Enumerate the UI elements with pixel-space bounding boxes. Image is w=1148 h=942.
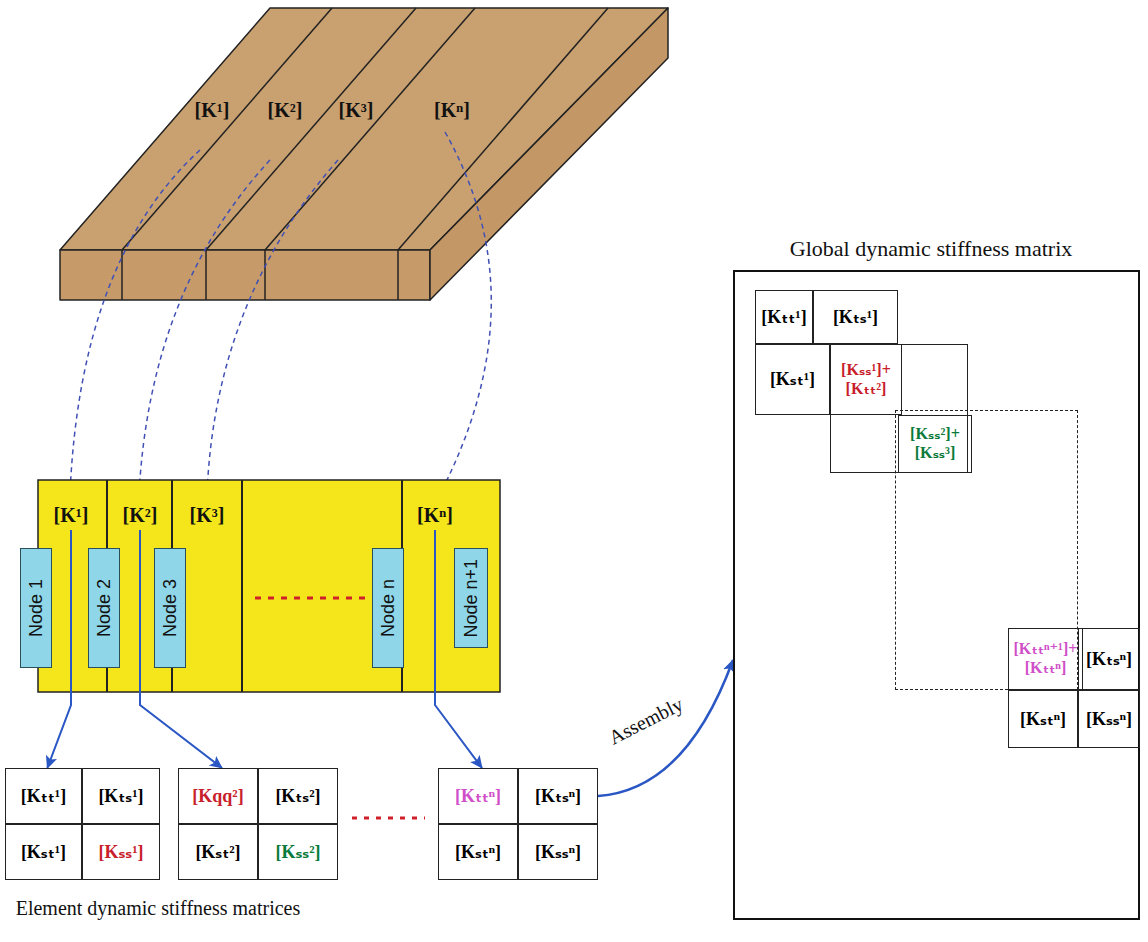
matrix-label: [Kₛₛ²]+ [Kₛₛ³] bbox=[901, 425, 969, 462]
node-box: Node n bbox=[372, 548, 404, 668]
matrix-label: [Kₜₜ¹] bbox=[761, 307, 806, 328]
strip-label: [Kⁿ] bbox=[434, 99, 470, 122]
node-box: Node 1 bbox=[20, 548, 52, 668]
matrix-cell: [Kₛₛ¹] bbox=[82, 824, 160, 880]
node-box: Node 3 bbox=[154, 548, 186, 668]
matrix-label: [Kₜₜⁿ⁺¹]+ [Kₜₜⁿ] bbox=[1011, 640, 1080, 677]
matrix-label: [K²] bbox=[123, 504, 158, 527]
matrix-label: Node 3 bbox=[160, 579, 181, 637]
matrix-label: [Kₛₜ²] bbox=[195, 842, 240, 863]
element-strip: [K³] bbox=[178, 500, 236, 530]
matrix-label: Node 1 bbox=[26, 579, 47, 637]
global-matrix-cell: [Kₛₛ¹]+ [Kₜₜ²] bbox=[830, 344, 902, 415]
matrix-label: [Kₛₛ¹]+ [Kₜₜ²] bbox=[833, 361, 899, 398]
strip-label: [K²] bbox=[268, 99, 303, 122]
matrix-label: [Kₛₜⁿ] bbox=[455, 842, 501, 863]
global-matrix-cell: [Kₛₛⁿ] bbox=[1078, 690, 1140, 748]
ellipsis-dots bbox=[352, 817, 425, 820]
matrix-label: [K³] bbox=[190, 504, 225, 527]
plate bbox=[60, 8, 668, 300]
matrix-label: [Kqq²] bbox=[192, 786, 243, 807]
matrix-cell: [Kₜₛⁿ] bbox=[518, 768, 598, 824]
matrix-label: [Kₜₛ¹] bbox=[833, 307, 878, 328]
matrix-cell: [Kₛₜ¹] bbox=[5, 824, 82, 880]
global-matrix-cell: [Kₜₜⁿ⁺¹]+ [Kₜₜⁿ] bbox=[1008, 628, 1083, 690]
matrix-cell: [Kₜₜⁿ] bbox=[438, 768, 518, 824]
element-strip: [K¹] bbox=[42, 500, 100, 530]
matrix-label: [Kₛₛⁿ] bbox=[535, 842, 581, 863]
global-matrix-cell: [Kₛₛ²]+ [Kₛₛ³] bbox=[898, 415, 972, 473]
matrix-label: [Kₜₛⁿ] bbox=[1086, 649, 1132, 670]
global-matrix-cell: [Kₛₜⁿ] bbox=[1008, 690, 1078, 748]
edge-label: Assembly bbox=[603, 692, 688, 751]
matrix-title: Global dynamic stiffness matrix bbox=[716, 236, 1146, 262]
matrix-label: [Kⁿ] bbox=[417, 504, 453, 527]
element-strip: [Kⁿ] bbox=[405, 500, 465, 530]
matrix-label: [Kₜₛ²] bbox=[275, 786, 320, 807]
global-matrix-cell: [Kₜₛⁿ] bbox=[1078, 628, 1140, 690]
node-box: Node 2 bbox=[88, 548, 120, 668]
matrix-label: Node n+1 bbox=[461, 559, 482, 638]
global-matrix-cell: [Kₜₛ¹] bbox=[813, 290, 898, 344]
matrix-cell: [Kₛₛⁿ] bbox=[518, 824, 598, 880]
matrix-cell: [Kₛₜ²] bbox=[178, 824, 258, 880]
matrix-label: [Kₜₜⁿ] bbox=[455, 786, 501, 807]
element-strip: [K²] bbox=[112, 500, 168, 530]
strip-label: [K¹] bbox=[195, 99, 230, 122]
matrix-label: [Kₜₛⁿ] bbox=[535, 786, 581, 807]
matrix-label: [Kₜₛ¹] bbox=[98, 786, 143, 807]
matrix-frame bbox=[733, 270, 1140, 920]
matrix-label: [Kₛₛ²] bbox=[275, 842, 320, 863]
global-matrix-cell: [Kₛₜ¹] bbox=[755, 344, 830, 415]
node-box: Node n+1 bbox=[454, 548, 488, 648]
matrix-label: [Kₛₜ¹] bbox=[770, 369, 815, 390]
matrix-cell: [Kₛₜⁿ] bbox=[438, 824, 518, 880]
matrix-label: [Kₜₜ¹] bbox=[21, 786, 66, 807]
matrix-label: [Kₛₛ¹] bbox=[98, 842, 143, 863]
matrix-label: [Kₛₜ¹] bbox=[21, 842, 66, 863]
global-matrix: Global dynamic stiffness matrix [Kₜₜ¹] [Kₜ… bbox=[716, 236, 1146, 926]
connector-arrow bbox=[598, 660, 733, 796]
matrix-cell: [Kₜₛ²] bbox=[258, 768, 338, 824]
matrix-label: [K¹] bbox=[54, 504, 89, 527]
matrix-label: [Kₛₛⁿ] bbox=[1086, 709, 1132, 730]
strip-label: [K³] bbox=[339, 99, 374, 122]
connector-arrow bbox=[140, 530, 222, 768]
matrix-label: Node n bbox=[378, 579, 399, 637]
global-matrix-cell: [Kₜₜ¹] bbox=[755, 290, 813, 344]
matrix-cell: [Kₜₛ¹] bbox=[82, 768, 160, 824]
caption: Element dynamic stiffness matrices bbox=[16, 897, 301, 920]
matrix-cell: [Kₛₛ²] bbox=[258, 824, 338, 880]
matrix-label: Node 2 bbox=[94, 579, 115, 637]
element-panel bbox=[38, 480, 500, 692]
strip-map-arrows bbox=[70, 132, 491, 494]
matrix-label: [Kₛₜⁿ] bbox=[1020, 709, 1066, 730]
matrix-cell: [Kqq²] bbox=[178, 768, 258, 824]
matrix-cell: [Kₜₜ¹] bbox=[5, 768, 82, 824]
